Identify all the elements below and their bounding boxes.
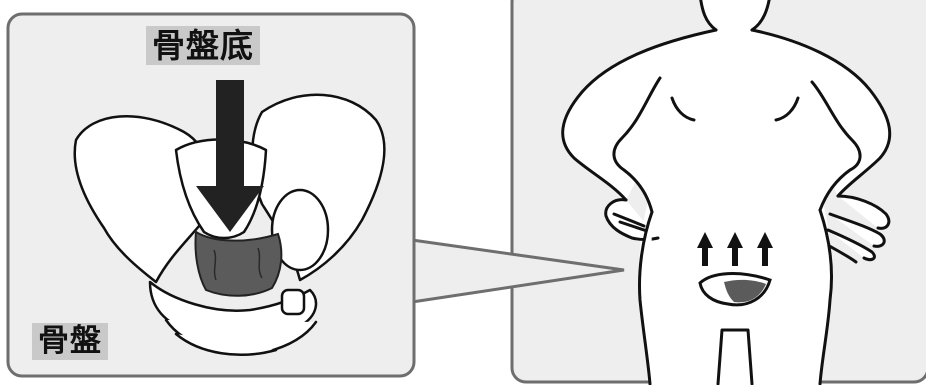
pelvis-panel [8,14,414,376]
pelvic-floor-label: 骨盤底 [146,26,260,65]
pelvis-label: 骨盤 [32,323,108,360]
pubic-symphysis [282,290,304,314]
pelvic-floor-muscle [195,232,281,296]
body-panel [512,0,926,384]
